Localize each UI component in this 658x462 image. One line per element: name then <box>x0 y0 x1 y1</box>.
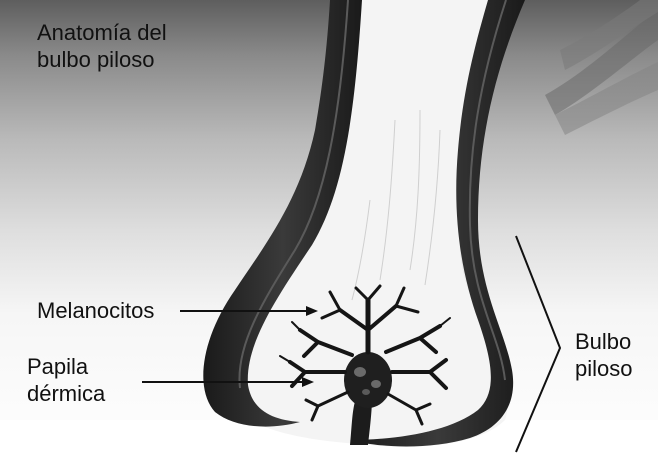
title-line-1: Anatomía del <box>37 19 167 46</box>
bulbo-line-1: Bulbo <box>575 328 632 355</box>
label-papila-dermica: Papila dérmica <box>27 353 105 407</box>
papila-line-2: dérmica <box>27 380 105 407</box>
label-bulbo-piloso: Bulbo piloso <box>575 328 632 382</box>
bulbo-line-2: piloso <box>575 355 632 382</box>
diagram-title: Anatomía del bulbo piloso <box>37 19 167 73</box>
label-melanocitos: Melanocitos <box>37 297 154 324</box>
papila-line-1: Papila <box>27 353 105 380</box>
dermal-papilla <box>344 352 392 408</box>
title-line-2: bulbo piloso <box>37 46 167 73</box>
